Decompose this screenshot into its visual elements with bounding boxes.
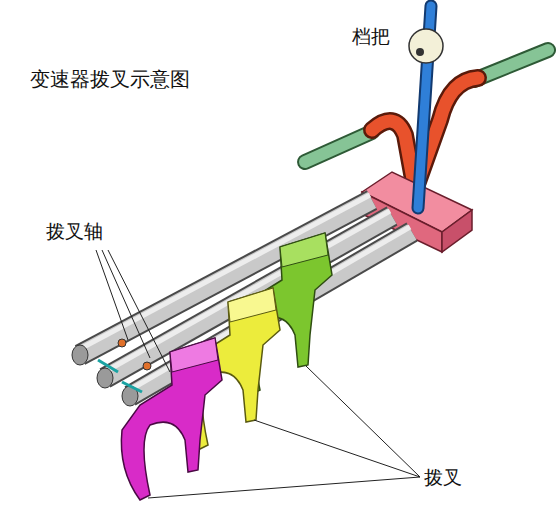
leader-line (102, 250, 150, 358)
fork-collar (170, 338, 218, 372)
detent-ball (143, 362, 151, 370)
shaft-end (97, 368, 113, 388)
lever-ball-pin (416, 48, 424, 56)
part-label: 档把 (352, 24, 390, 50)
shaft-end (72, 345, 88, 365)
pivot-rod-outline (305, 132, 372, 162)
interlock-pin (98, 360, 118, 372)
leader-line (96, 250, 128, 340)
lever-ball (409, 29, 443, 63)
leader-line (108, 250, 170, 372)
diagram-title: 变速器拨叉示意图 (30, 66, 190, 93)
leader-line (306, 366, 420, 477)
detent-ball (118, 339, 126, 347)
fork-collar (280, 233, 328, 267)
part-label: 拨叉轴 (46, 219, 103, 245)
shift-fork-group (121, 338, 222, 500)
part-label: 拨叉 (424, 465, 462, 491)
fork-collar (228, 288, 276, 322)
shift-fork (121, 338, 222, 500)
interlock-pin (122, 382, 142, 392)
leader-line (254, 420, 420, 477)
pivot-rod (305, 132, 372, 162)
selector-box-side (442, 210, 472, 252)
leader-line (148, 477, 420, 498)
